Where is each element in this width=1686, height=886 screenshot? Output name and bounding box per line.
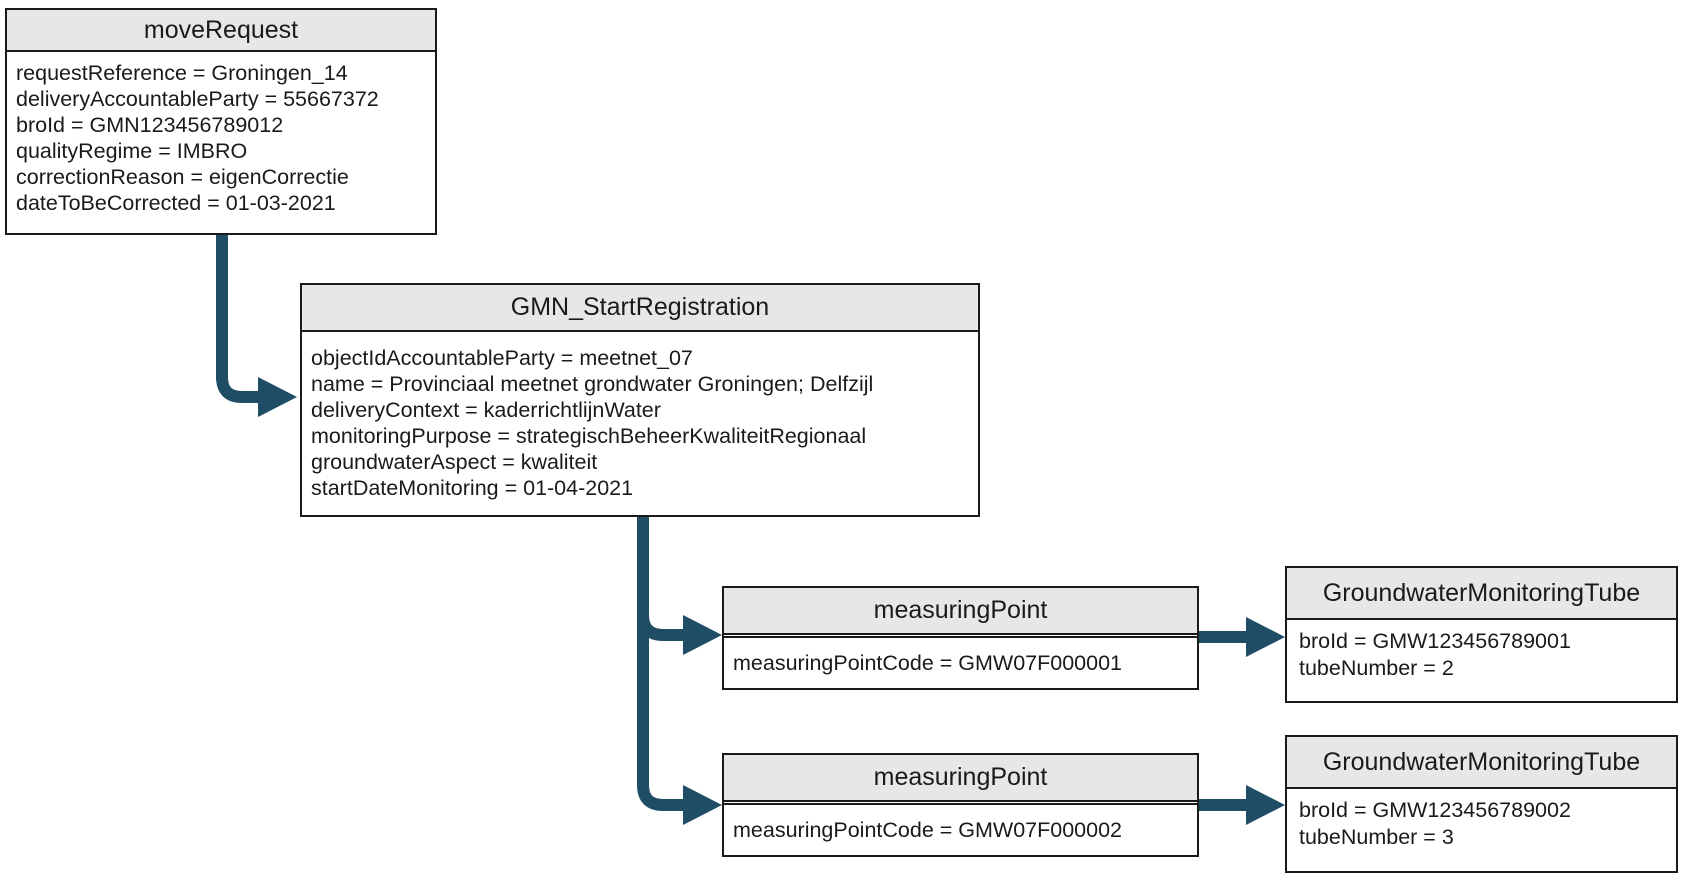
node-measuring-point-1: measuringPoint measuringPointCode = GMW0… <box>722 586 1199 690</box>
attribute-line: objectIdAccountableParty = meetnet_07 <box>311 346 693 370</box>
attribute-line: qualityRegime = IMBRO <box>16 139 248 163</box>
attribute-line: measuringPointCode = GMW07F000001 <box>733 650 1123 675</box>
attribute-line: correctionReason = eigenCorrectie <box>16 165 349 189</box>
node-title: GMN_StartRegistration <box>302 285 978 332</box>
node-title: measuringPoint <box>724 588 1197 635</box>
attribute-line: measuringPointCode = GMW07F000002 <box>733 817 1123 842</box>
node-attributes: broId = GMW123456789001 tubeNumber = 2 <box>1287 620 1676 690</box>
node-attributes: measuringPointCode = GMW07F000001 <box>724 636 1197 687</box>
attribute-line: dateToBeCorrected = 01-03-2021 <box>16 191 336 215</box>
node-groundwater-monitoring-tube-1: GroundwaterMonitoringTube broId = GMW123… <box>1285 566 1678 703</box>
node-title: measuringPoint <box>724 755 1197 802</box>
node-measuring-point-2: measuringPoint measuringPointCode = GMW0… <box>722 753 1199 857</box>
node-attributes: objectIdAccountableParty = meetnet_07 na… <box>302 332 978 514</box>
connector-moverequest-to-gmn <box>216 235 260 403</box>
attribute-line: tubeNumber = 3 <box>1299 825 1454 849</box>
connector-gmn-trunk-to-measuringpoint-2 <box>637 517 686 811</box>
attribute-line: broId = GMW123456789001 <box>1299 629 1571 653</box>
node-attributes: measuringPointCode = GMW07F000002 <box>724 803 1197 854</box>
arrowhead-icon <box>1246 785 1285 825</box>
attribute-line: deliveryAccountableParty = 55667372 <box>16 87 379 111</box>
attribute-line: deliveryContext = kaderrichtlijnWater <box>311 398 661 422</box>
connector-gmn-branch-to-measuringpoint-1 <box>637 560 686 641</box>
attribute-line: monitoringPurpose = strategischBeheerKwa… <box>311 424 867 448</box>
attribute-line: broId = GMW123456789002 <box>1299 798 1571 822</box>
node-title: moveRequest <box>7 10 435 52</box>
node-attributes: requestReference = Groningen_14 delivery… <box>7 52 435 224</box>
node-title: GroundwaterMonitoringTube <box>1287 568 1676 620</box>
node-move-request: moveRequest requestReference = Groningen… <box>5 8 437 235</box>
node-groundwater-monitoring-tube-2: GroundwaterMonitoringTube broId = GMW123… <box>1285 735 1678 873</box>
node-gmn-start-registration: GMN_StartRegistration objectIdAccountabl… <box>300 283 980 517</box>
attribute-line: name = Provinciaal meetnet grondwater Gr… <box>311 372 874 396</box>
attribute-line: broId = GMN123456789012 <box>16 113 284 137</box>
attribute-line: groundwaterAspect = kwaliteit <box>311 450 598 474</box>
arrowhead-icon <box>683 615 722 655</box>
arrowhead-icon <box>1246 617 1285 657</box>
attribute-line: startDateMonitoring = 01-04-2021 <box>311 476 634 500</box>
arrowhead-icon <box>683 785 722 825</box>
attribute-line: requestReference = Groningen_14 <box>16 61 348 85</box>
node-title: GroundwaterMonitoringTube <box>1287 737 1676 789</box>
node-attributes: broId = GMW123456789002 tubeNumber = 3 <box>1287 789 1676 859</box>
arrowhead-icon <box>258 377 297 417</box>
attribute-line: tubeNumber = 2 <box>1299 656 1454 680</box>
